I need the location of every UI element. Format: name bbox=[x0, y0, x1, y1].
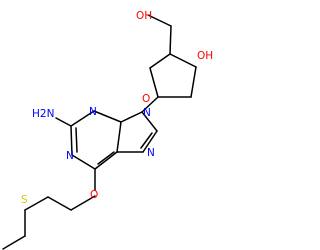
amino-group-label: H2N bbox=[32, 108, 54, 120]
sulfur-label: S bbox=[21, 194, 28, 206]
n3-label: N bbox=[89, 106, 97, 118]
n9-label: N bbox=[143, 107, 151, 119]
hydroxyl-oh-label: OH bbox=[197, 50, 213, 62]
n1-label: N bbox=[66, 150, 74, 162]
chemical-structure: H2N N N N N O OH OH O S bbox=[2, 10, 213, 250]
ring-oxygen-label: O bbox=[142, 93, 150, 105]
n7-label: N bbox=[147, 147, 155, 159]
ether-oxygen-label: O bbox=[90, 189, 98, 201]
hydroxymethyl-oh-label: OH bbox=[136, 10, 152, 22]
bonds bbox=[2, 14, 197, 250]
atom-labels: H2N N N N N O OH OH O S bbox=[21, 10, 213, 206]
